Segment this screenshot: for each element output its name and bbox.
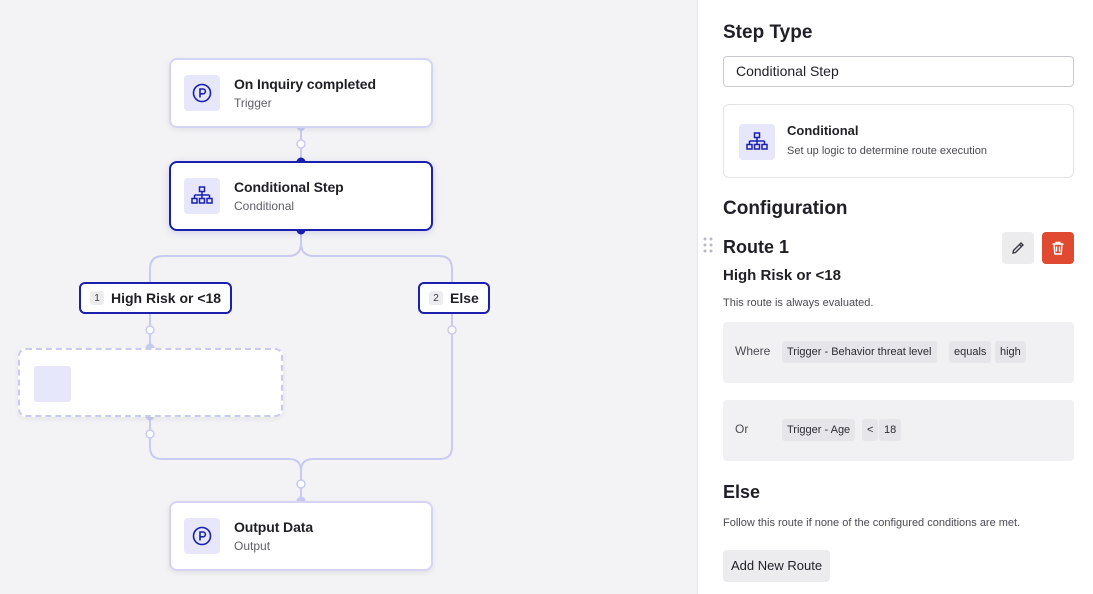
delete-route-button[interactable] [1042, 232, 1074, 264]
route-note: This route is always evaluated. [723, 297, 874, 309]
node-subtitle: Trigger [234, 96, 272, 110]
step-type-select[interactable]: Conditional Step [723, 56, 1074, 87]
add-step-dot [296, 139, 306, 149]
condition-value-tag[interactable]: 18 [879, 419, 902, 441]
add-step-dot [296, 479, 306, 489]
condition-field-tag[interactable]: Trigger - Age [782, 419, 856, 441]
add-step-dot [145, 429, 155, 439]
condition-operator: Where [735, 344, 771, 358]
else-note: Follow this route if none of the configu… [723, 517, 1021, 529]
configuration-heading: Configuration [723, 198, 848, 219]
step-type-card: Conditional Set up logic to determine ro… [723, 104, 1074, 178]
route-chip-2[interactable]: 2 Else [418, 282, 490, 314]
edge-conditional-route2 [300, 230, 453, 282]
route-chip-1[interactable]: 1 High Risk or <18 [79, 282, 233, 314]
node-title: Output Data [234, 519, 314, 535]
add-step-dot [145, 325, 155, 335]
route-label: High Risk or <18 [111, 290, 222, 306]
edge-route2-output [300, 314, 453, 472]
conditional-node[interactable]: Conditional Step Conditional [169, 161, 433, 231]
step-type-title: Conditional [787, 123, 859, 138]
hierarchy-icon [184, 178, 220, 214]
condition-operator-tag[interactable]: equals [949, 341, 992, 363]
node-subtitle: Conditional [234, 199, 295, 213]
condition-operator: Or [735, 422, 749, 436]
condition-where[interactable]: Where Trigger - Behavior threat level eq… [723, 322, 1074, 383]
step-settings-panel: Step Type Conditional Step Conditional S… [697, 0, 1093, 594]
route-number: 2 [429, 291, 443, 305]
trigger-node[interactable]: On Inquiry completed Trigger [169, 58, 433, 128]
step-type-heading: Step Type [723, 22, 813, 43]
empty-step-placeholder[interactable] [18, 348, 283, 417]
edit-route-button[interactable] [1002, 232, 1034, 264]
hierarchy-icon [739, 124, 775, 160]
add-step-dot [447, 325, 457, 335]
route-title: Route 1 [723, 237, 790, 257]
route-number: 1 [90, 291, 104, 305]
node-subtitle: Output [234, 539, 271, 553]
condition-or[interactable]: Or Trigger - Age < 18 [723, 400, 1074, 461]
node-title: On Inquiry completed [234, 76, 376, 92]
edge-conditional-route1 [149, 230, 302, 282]
condition-field-tag[interactable]: Trigger - Behavior threat level [782, 341, 937, 363]
condition-value-tag[interactable]: high [995, 341, 1026, 363]
drag-handle-icon[interactable] [702, 236, 714, 254]
output-node[interactable]: Output Data Output [169, 501, 433, 571]
route-label: Else [450, 290, 479, 306]
step-type-description: Set up logic to determine route executio… [787, 145, 987, 157]
placeholder-icon [34, 366, 71, 402]
persona-logo-icon [184, 518, 220, 554]
condition-operator-tag[interactable]: < [862, 419, 879, 441]
add-new-route-button[interactable]: Add New Route [723, 550, 831, 582]
trash-icon [1052, 241, 1064, 255]
persona-logo-icon [184, 75, 220, 111]
else-heading: Else [723, 482, 761, 502]
pencil-icon [1012, 242, 1024, 254]
workflow-canvas[interactable]: On Inquiry completed Trigger Conditional… [0, 0, 697, 594]
route-name: High Risk or <18 [723, 267, 841, 284]
node-title: Conditional Step [234, 179, 344, 195]
edge-placeholder-output [149, 416, 302, 501]
